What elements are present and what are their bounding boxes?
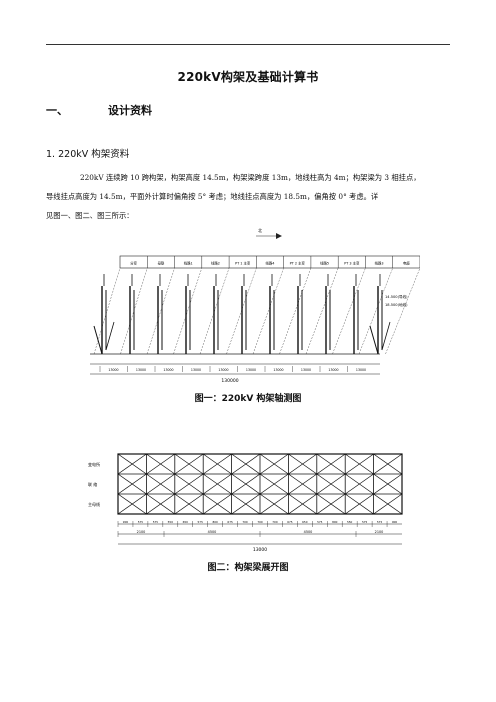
top-label: 母联: [158, 261, 165, 266]
beam-dimension: 650: [302, 520, 308, 524]
beam-dimension: 900: [123, 520, 129, 524]
top-label: 线路2: [211, 261, 220, 266]
figure1-caption: 图一：220kV 构架轴测图: [194, 394, 302, 404]
document-title: 220kV构架及基础计算书: [177, 70, 319, 84]
beam-dimension: 700: [242, 520, 248, 524]
beam-dimension: 575: [377, 520, 383, 524]
beam-left-label-3: 主母线: [88, 501, 100, 507]
paragraph-line-3: 见图一、图二、图三所示：: [46, 211, 134, 220]
column-mast: [353, 274, 359, 354]
beam-dimension: 650: [183, 520, 189, 524]
beam-dimension: 575: [198, 520, 204, 524]
side-label-2: 18.500(地线): [385, 302, 408, 307]
column-mast: [185, 274, 191, 354]
span-dimension: 13000: [163, 368, 173, 372]
total-dimension: 130000: [221, 378, 238, 384]
beam-dimension: 575: [317, 520, 323, 524]
subsection-number: 1.: [46, 149, 56, 160]
beam-dimension: 550: [347, 520, 353, 524]
beam-dimension: 700: [272, 520, 278, 524]
column-mast: [129, 274, 135, 354]
section-number: 一、: [46, 104, 68, 117]
beam-total-dimension: 13000: [253, 547, 267, 553]
figure2-caption: 图二：构架梁展开图: [207, 563, 289, 573]
beam-dimension: 575: [153, 520, 159, 524]
beam-dimension: 675: [227, 520, 233, 524]
beam-dimension: 675: [287, 520, 293, 524]
beam-left-label-2: 联 络: [88, 481, 97, 487]
top-label: 分变: [130, 261, 137, 266]
top-label: PT 3 主变: [344, 261, 360, 266]
column-mast: [369, 274, 391, 355]
subsection-heading: 1. 220kV 构架资料: [46, 146, 129, 160]
paragraph-line-2: 导线挂点高度为 14.5m，平面外计算时偏角按 5° 考虑；地线挂点高度为 18…: [46, 192, 379, 201]
top-label: PT 1 主变: [235, 261, 251, 266]
side-label-1: 14.500(导线): [385, 294, 408, 299]
header-rule: [46, 44, 450, 45]
top-label: 线路3: [375, 261, 384, 266]
beam-left-label-1: 变电所: [88, 461, 100, 467]
beam-dimension: 575: [138, 520, 144, 524]
top-label: 线路4: [266, 261, 275, 266]
figure1-isometric-drawing: 北 分变 母联 线路1 线路2 PT 1 主变 线路4 PT 2 主变 线路5 PT 3 主变 线…: [90, 227, 420, 384]
top-label: PT 2 主变: [290, 261, 306, 266]
span-dimension: 13000: [136, 368, 146, 372]
column-mast: [297, 274, 303, 354]
column-mast: [93, 274, 115, 355]
top-label: 电缆: [403, 261, 410, 266]
span-dimension: 13000: [108, 368, 118, 372]
beam-segment-dimension: 4500: [304, 530, 313, 534]
span-dimension: 13000: [246, 368, 256, 372]
section-title: 设计资料: [108, 104, 152, 117]
top-label: 线路5: [320, 261, 329, 266]
subsection-title: 220kV 构架资料: [58, 149, 130, 160]
beam-segment-dimension: 2100: [137, 530, 146, 534]
north-label: 北: [258, 227, 262, 233]
column-mast: [157, 274, 163, 354]
column-mast: [241, 274, 247, 354]
column-mast: [269, 274, 275, 354]
beam-dimension: 575: [362, 520, 368, 524]
beam-dimension: 900: [392, 520, 398, 524]
figure2-beam-drawing: 变电所 联 络 主母线 900 575 575 550 650 575 800 675 700 7…: [88, 453, 403, 553]
beam-segment-dimension: 4500: [208, 530, 217, 534]
paragraph-line-1: 220kV 连续跨 10 跨构架，构架高度 14.5m，构架梁跨度 13m，地线…: [80, 173, 421, 182]
span-dimension: 13000: [301, 368, 311, 372]
beam-dimension: 550: [168, 520, 174, 524]
column-mast: [325, 274, 331, 354]
top-label: 线路1: [184, 261, 193, 266]
span-dimension: 13000: [273, 368, 283, 372]
span-dimension: 13000: [356, 368, 366, 372]
beam-dimension: 800: [332, 520, 338, 524]
beam-segment-dimension: 2100: [375, 530, 384, 534]
north-arrow-icon: 北: [256, 227, 282, 239]
beam-dimension: 700: [257, 520, 263, 524]
beam-dimension: 800: [212, 520, 218, 524]
span-dimension: 13000: [328, 368, 338, 372]
column-mast: [213, 274, 219, 354]
span-dimension: 13000: [191, 368, 201, 372]
span-dimension: 13000: [218, 368, 228, 372]
